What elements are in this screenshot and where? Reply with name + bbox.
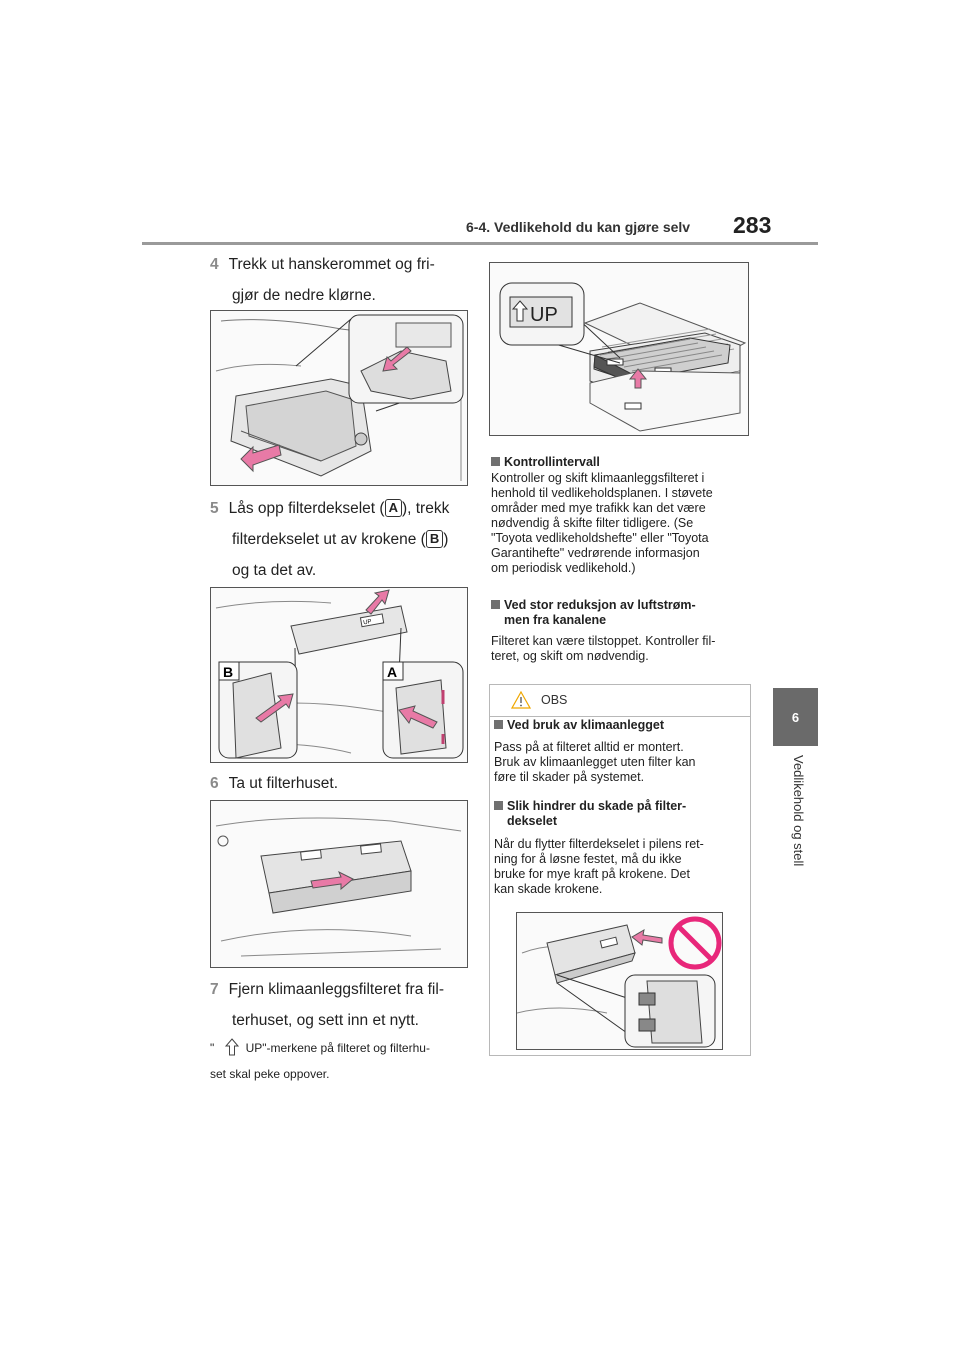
body-line: "Toyota vedlikeholdshefte" eller "Toyota <box>491 531 709 545</box>
heading-text: Kontrollintervall <box>504 455 600 469</box>
step-5: 5 Lås opp filterdekselet (A), trekk filte… <box>210 493 449 586</box>
warning-triangle-icon <box>511 691 531 709</box>
body-line: Pass på at filteret alltid er montert. <box>494 740 684 754</box>
arrow-icon <box>255 693 294 723</box>
note-text: " <box>210 1041 215 1055</box>
heading-text: dekselet <box>507 814 558 828</box>
heading-text: Slik hindrer du skade på filter- <box>507 799 687 813</box>
obs-caution-box: OBS <box>489 684 751 1056</box>
label-b: B <box>223 664 233 680</box>
step-4: 4 Trekk ut hanskerommet og fri- gjør de n… <box>210 249 435 311</box>
glovebox-illustration <box>215 314 464 481</box>
section-heading-luftstromm: Ved stor reduksjon av luftstrøm- men fra… <box>491 598 696 628</box>
label-b: B <box>425 530 444 548</box>
body-line: områder med mye trafikk kan det være <box>491 501 706 515</box>
step-text: gjør de nedre klørne. <box>232 287 376 304</box>
body-line: ning for å løsne festet, må du ikke <box>494 852 682 866</box>
body-line: henhold til vedlikeholdsplanen. I støvet… <box>491 486 713 500</box>
body-line: teret, og skift om nødvendig. <box>491 649 649 663</box>
body-line: Filteret kan være tilstoppet. Kontroller… <box>491 634 716 648</box>
bullet-square-icon <box>494 720 503 729</box>
obs-body-klimaanlegg: Pass på at filteret alltid er montert. B… <box>494 740 746 785</box>
up-label: UP <box>530 304 558 326</box>
label-a: A <box>384 499 402 517</box>
chapter-number: 6 <box>791 709 800 725</box>
step-text: Lås opp filterdekselet ( <box>228 500 385 517</box>
obs-body-filterdeksel: Når du flytter filterdekselet i pilens r… <box>494 837 746 897</box>
up-arrow-icon <box>224 1038 239 1056</box>
chapter-label: Vedlikehold og stell <box>791 755 806 867</box>
step-number: 5 <box>210 500 219 517</box>
arrow-icon <box>382 346 412 372</box>
step-6: 6 Ta ut filterhuset. <box>210 768 338 799</box>
arrow-icon <box>398 705 438 729</box>
filter-replacement-figure: UP <box>489 262 749 436</box>
step-text: ) <box>443 531 449 548</box>
body-line: om periodisk vedlikehold.) <box>491 561 636 575</box>
bullet-square-icon <box>491 600 500 609</box>
up-mark-note: " UP"-merkene på filteret og filterhu- s… <box>210 1035 470 1087</box>
step-text: terhuset, og sett inn et nytt. <box>232 1012 419 1029</box>
obs-title: OBS <box>541 693 568 707</box>
filter-housing-figure <box>210 800 468 968</box>
chapter-tab: 6 <box>773 688 818 746</box>
arrow-icon <box>240 444 282 473</box>
step-number: 4 <box>210 256 219 273</box>
step-number: 6 <box>210 775 219 792</box>
body-line: Bruk av klimaanlegget uten filter kan <box>494 755 696 769</box>
section-body-kontrollintervall: Kontroller og skift klimaanleggsfilteret… <box>491 471 753 576</box>
filter-cover-illustration: UP B A <box>215 589 464 759</box>
arrow-icon <box>365 589 390 615</box>
section-heading-kontrollintervall: Kontrollintervall <box>491 455 600 470</box>
step-text: filterdekselet ut av krokene ( <box>232 531 426 548</box>
prohibited-force-illustration <box>517 916 722 1048</box>
heading-text: Ved stor reduksjon av luftstrøm- <box>504 598 696 612</box>
step-7: 7 Fjern klimaanleggsfilteret fra fil- ter… <box>210 974 444 1036</box>
prohibited-force-figure <box>516 912 723 1050</box>
body-line: Når du flytter filterdekselet i pilens r… <box>494 837 704 851</box>
heading-text: men fra kanalene <box>504 613 607 627</box>
label-a: A <box>387 664 397 680</box>
arrow-icon <box>628 368 648 389</box>
filter-housing-illustration <box>215 817 462 957</box>
arrow-icon <box>310 870 354 891</box>
body-line: bruke for mye kraft på krokene. Det <box>494 867 690 881</box>
body-line: føre til skader på systemet. <box>494 770 645 784</box>
step-text: Ta ut filterhuset. <box>228 775 339 792</box>
body-line: Garantihefte" vedrørende informasjon <box>491 546 700 560</box>
obs-heading-klimaanlegg: Ved bruk av klimaanlegget <box>494 718 664 733</box>
section-body-luftstromm: Filteret kan være tilstoppet. Kontroller… <box>491 634 753 664</box>
obs-heading-filterdeksel: Slik hindrer du skade på filter- deksele… <box>494 799 686 829</box>
step-number: 7 <box>210 981 219 998</box>
filter-replacement-illustration: UP <box>499 282 747 432</box>
heading-text: Ved bruk av klimaanlegget <box>507 718 665 732</box>
step-text: Trekk ut hanskerommet og fri- <box>228 256 435 273</box>
step-text: Fjern klimaanleggsfilteret fra fil- <box>228 981 444 998</box>
prohibited-icon <box>668 916 722 970</box>
page-number: 283 <box>733 212 772 238</box>
note-text: set skal peke oppover. <box>210 1067 330 1081</box>
section-title: 6-4. Vedlikehold du kan gjøre selv <box>466 219 691 235</box>
step-text: og ta det av. <box>232 562 317 579</box>
step-text: ), trekk <box>401 500 450 517</box>
obs-header: OBS <box>490 685 750 717</box>
body-line: Kontroller og skift klimaanleggsfilteret… <box>491 471 705 485</box>
note-text: UP"-merkene på filteret og filterhu- <box>245 1041 430 1055</box>
filter-cover-figure: UP B A <box>210 587 468 763</box>
body-line: kan skade krokene. <box>494 882 603 896</box>
glovebox-figure <box>210 310 468 486</box>
body-line: nødvendig å skifte filter tidligere. (Se <box>491 516 694 530</box>
header-divider <box>142 242 818 245</box>
bullet-square-icon <box>494 801 503 810</box>
up-label: UP <box>363 619 372 626</box>
arrow-icon <box>631 929 663 946</box>
bullet-square-icon <box>491 457 500 466</box>
